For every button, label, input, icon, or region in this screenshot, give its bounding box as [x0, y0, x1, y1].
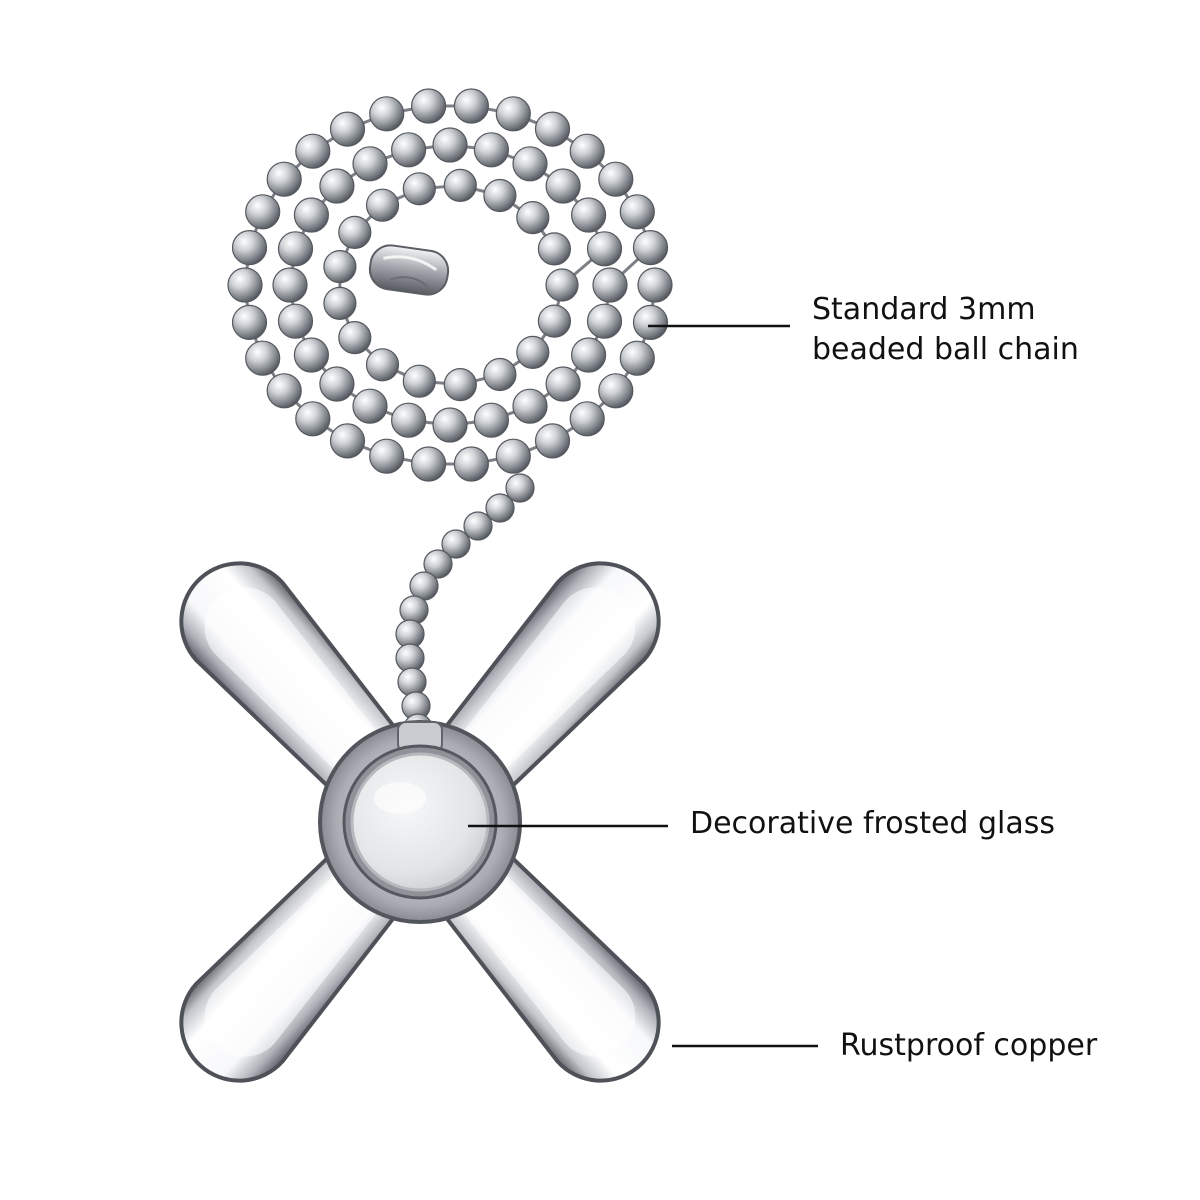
chain-bead: [293, 197, 329, 233]
chain-bead: [453, 88, 489, 124]
chain-bead: [483, 357, 517, 392]
chain-bead: [534, 423, 571, 459]
chain-bead: [245, 340, 281, 376]
chain-bead: [453, 446, 489, 482]
chain-bead: [632, 304, 669, 340]
chain-bead: [272, 267, 308, 303]
chain-bead: [586, 231, 623, 267]
chain-bead: [569, 133, 605, 169]
chain-bead: [545, 366, 581, 402]
chain-bead: [338, 215, 372, 249]
cross-pull-handle: [179, 561, 661, 1083]
chain-bead: [619, 194, 655, 230]
frosted-glass-cabochon: [350, 752, 490, 892]
chain-bead: [598, 373, 634, 409]
chain-bead: [319, 366, 355, 402]
chain-bead: [483, 178, 517, 213]
chain-connector-clasp: [368, 244, 450, 296]
chain-bead: [632, 230, 669, 266]
callout-chain-line2: beaded ball chain: [812, 332, 1079, 367]
chain-bead: [512, 388, 548, 424]
chain-bead: [495, 438, 531, 474]
chain-bead: [534, 111, 571, 147]
chain-bead: [365, 348, 400, 382]
chain-bead: [266, 161, 302, 197]
chain-bead: [277, 231, 314, 267]
chain-bead: [637, 267, 673, 303]
chain-bead: [537, 232, 572, 266]
chain-bead: [592, 267, 628, 303]
chain-bead: [369, 96, 405, 132]
chain-bead: [329, 111, 366, 147]
chain-bead: [391, 132, 427, 168]
chain-bead: [231, 304, 268, 340]
callout-chain-label: Standard 3mm beaded ball chain: [812, 290, 1079, 370]
chain-bead: [391, 402, 427, 438]
chain-bead: [516, 335, 550, 369]
chain-bead: [441, 529, 471, 559]
chain-bead: [411, 446, 447, 482]
chain-bead: [323, 286, 357, 320]
chain-bead: [411, 88, 447, 124]
chain-bead: [545, 268, 579, 302]
chain-bead: [352, 146, 388, 182]
chain-bead: [397, 667, 427, 697]
chain-bead: [619, 340, 655, 376]
chain-bead: [443, 168, 477, 202]
chain-bead: [266, 373, 302, 409]
chain-bead: [231, 230, 268, 266]
callout-glass-label: Decorative frosted glass: [690, 806, 1056, 841]
chain-bead: [338, 321, 372, 355]
chain-bead: [473, 132, 509, 168]
chain-bead: [295, 133, 331, 169]
chain-bead: [277, 303, 314, 339]
chain-bead: [423, 549, 453, 579]
chain-bead: [295, 401, 331, 437]
chain-bead: [432, 127, 468, 163]
chain-bead: [505, 473, 535, 503]
chain-bead: [512, 146, 548, 182]
chain-bead: [570, 337, 607, 373]
chain-bead: [485, 493, 515, 523]
chain-bead: [352, 388, 388, 424]
chain-bead: [323, 250, 357, 284]
ball-chain: [227, 88, 673, 743]
chain-bead: [245, 194, 281, 230]
chain-bead: [570, 197, 607, 233]
callout-chain-line1: Standard 3mm: [812, 292, 1036, 327]
chain-bead: [569, 401, 605, 437]
chain-bead: [399, 595, 429, 625]
chain-bead: [495, 96, 531, 132]
chain-bead: [463, 511, 493, 541]
chain-bead: [443, 368, 477, 402]
chain-bead: [365, 188, 400, 222]
chain-bead: [402, 172, 436, 206]
chain-bead: [227, 267, 263, 303]
chain-bead: [516, 201, 550, 235]
chain-bead: [432, 407, 468, 443]
chain-bead: [545, 168, 581, 204]
chain-bead: [293, 337, 329, 373]
callout-copper-label: Rustproof copper: [840, 1028, 1098, 1063]
chain-bead: [369, 438, 405, 474]
chain-bead: [598, 161, 634, 197]
chain-bead: [586, 303, 623, 339]
chain-bead: [319, 168, 355, 204]
chain-bead: [402, 364, 436, 398]
chain-bead: [329, 423, 366, 459]
chain-bead: [473, 402, 509, 438]
chain-bead: [537, 304, 572, 338]
